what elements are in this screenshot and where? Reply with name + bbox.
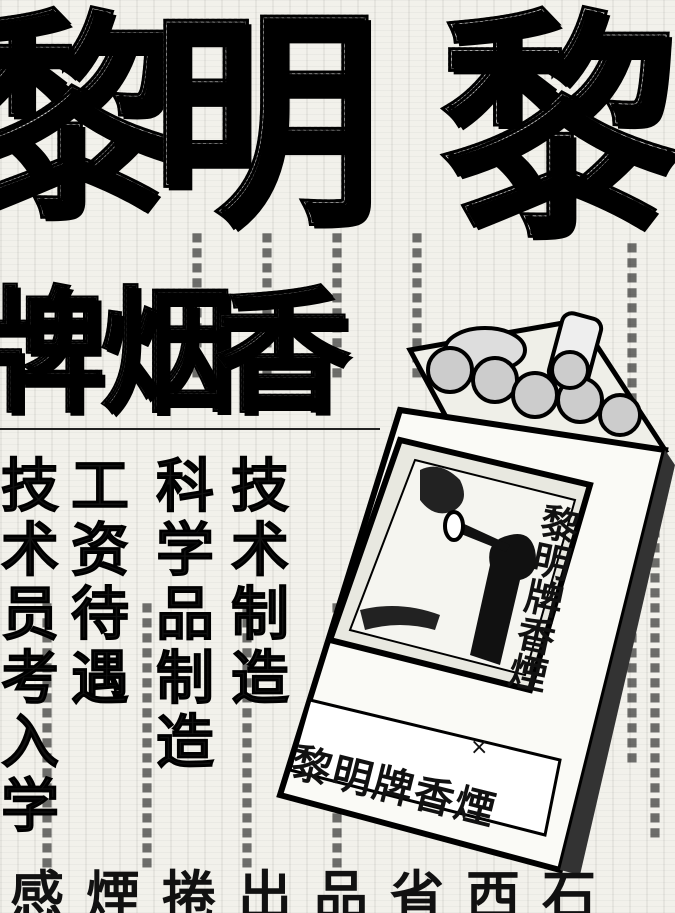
headline-char-1: 黎 [0,9,182,232]
subtitle-char-3: 香 [214,274,351,431]
subtitle-char-1: 牌 [0,284,106,421]
newsprint-column: ■■■■■■■■■■■■■■■■■■ [140,600,154,870]
divider [0,428,380,430]
pack-mark: × [470,735,489,760]
subtitle-char-2: 烟 [99,274,236,431]
newsprint-column: ■■■■■■■■■■ [330,230,344,380]
headline-char-3: 黎 [438,9,675,252]
ad-column-2: 工资待遇 [61,455,130,712]
newsprint-column: ■■■■■■■■■■ [190,230,204,380]
newsprint-column: ■■■■■■■■■■■■■■■■■■ [40,600,54,870]
newsprint-column: ■■■■■■■■■■ [260,230,274,380]
newsprint-column: ■■■■■■■■■■ [410,230,424,380]
ad-column-3: 科学品制造 [146,455,215,776]
headline-char-2: 明 [148,0,381,258]
ad-column-4: 技术制造 [221,455,290,712]
ad-column-1: 技术员考入学 [0,455,60,840]
trumpeter-figure-icon [360,466,536,665]
newsprint-column: ■■■■■■■■■■■■■■■■■■ [240,600,254,870]
bottom-slogan: 感煙捲出品省西石 [10,865,618,913]
cigarette-pack-icon [276,311,675,875]
